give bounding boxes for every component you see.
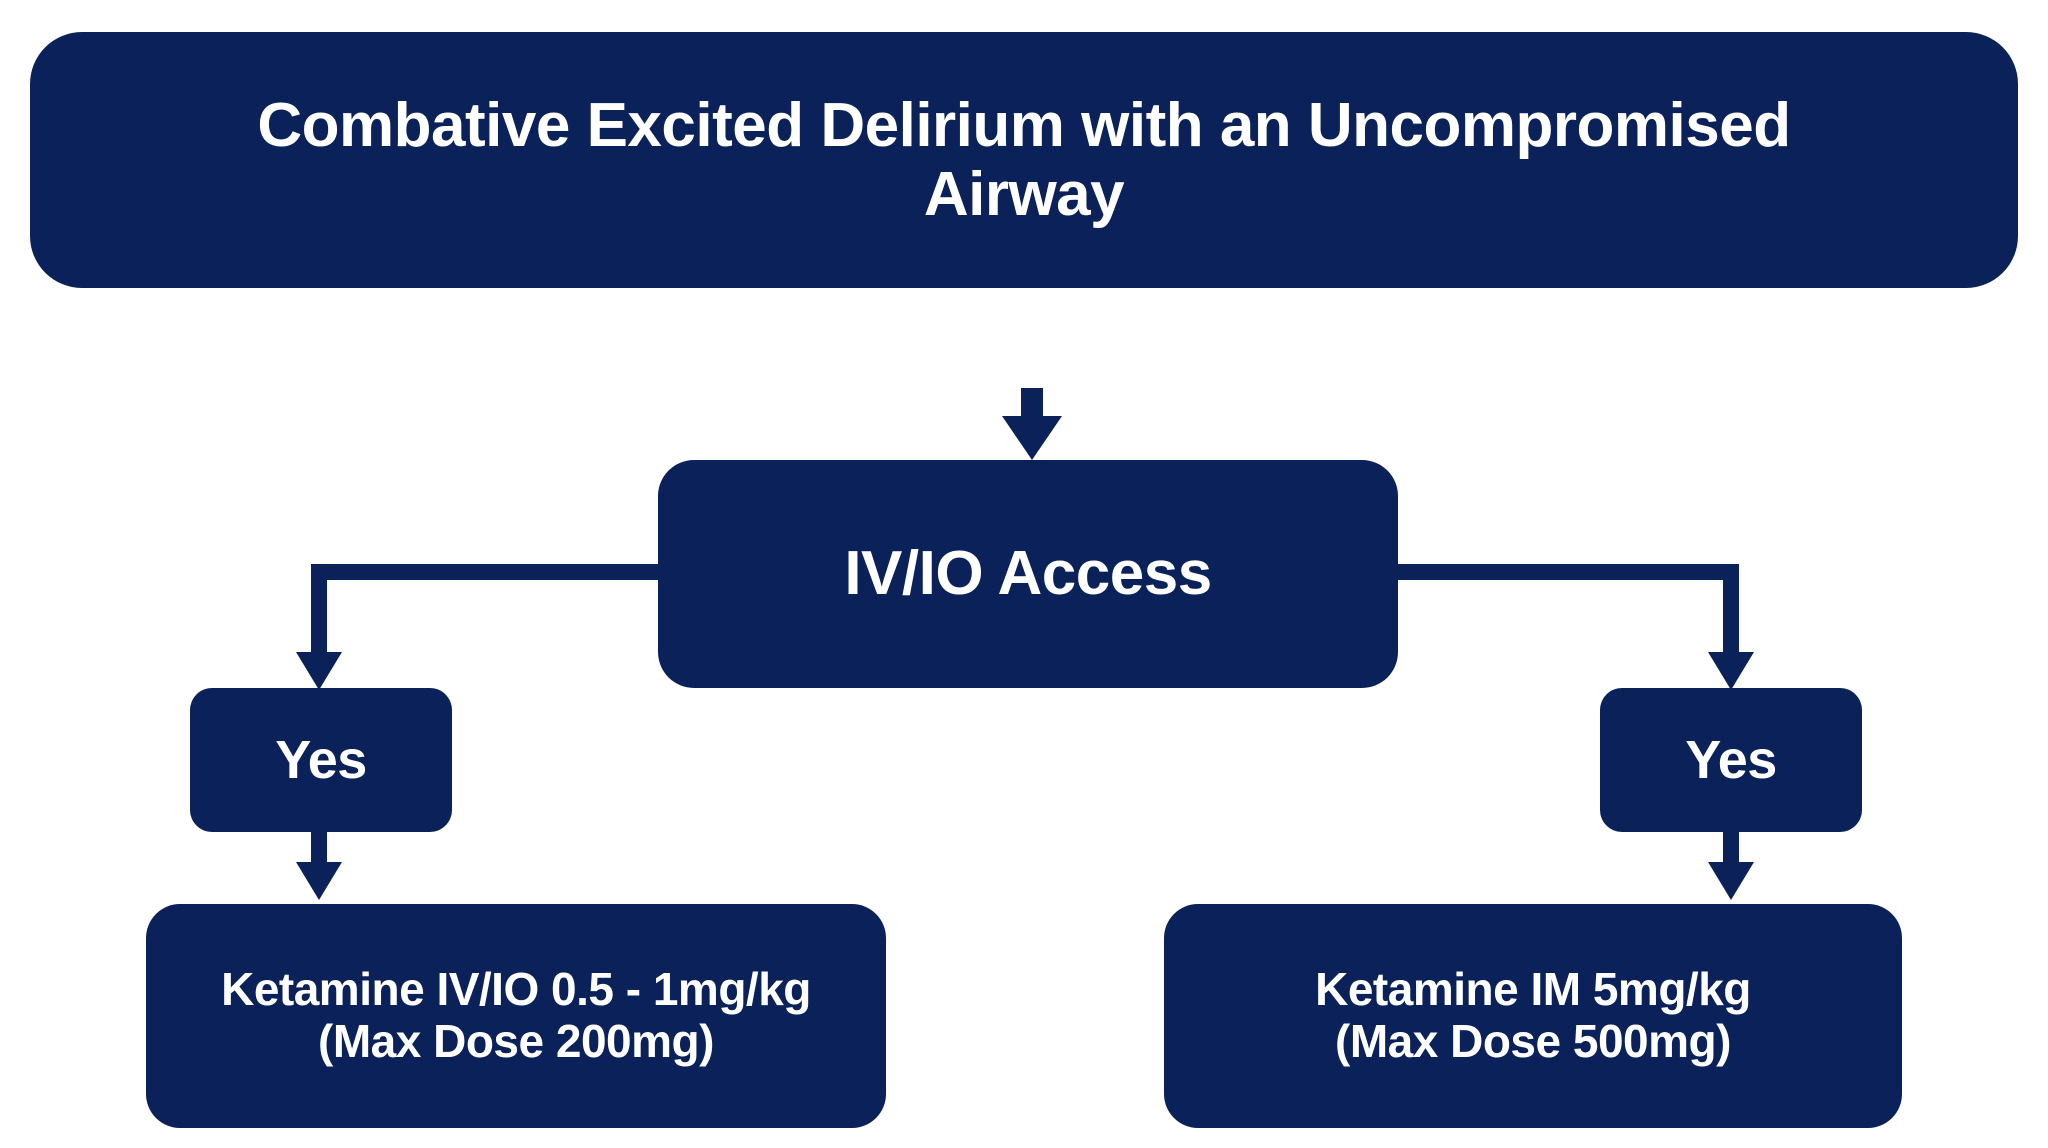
node-yes-right-label: Yes bbox=[1685, 729, 1777, 790]
node-treatment-right[interactable]: Ketamine IM 5mg/kg(Max Dose 500mg) bbox=[1164, 904, 1902, 1128]
node-yes-left[interactable]: Yes bbox=[190, 688, 452, 832]
edge-yes-right-to-treatment-right-arrowhead bbox=[1708, 862, 1754, 900]
node-treatment-left[interactable]: Ketamine IV/IO 0.5 - 1mg/kg(Max Dose 200… bbox=[146, 904, 886, 1128]
edge-decision-to-yes-left-horizontal bbox=[318, 564, 666, 580]
node-treatment-right-line1: Ketamine IM 5mg/kg bbox=[1315, 963, 1751, 1016]
edge-decision-to-yes-right-vertical bbox=[1723, 564, 1739, 668]
node-treatment-right-text: Ketamine IM 5mg/kg(Max Dose 500mg) bbox=[1182, 964, 1884, 1067]
node-title-line2: Airway bbox=[923, 160, 1125, 229]
edge-decision-to-yes-right-arrowhead bbox=[1708, 652, 1754, 690]
node-treatment-left-text: Ketamine IV/IO 0.5 - 1mg/kg(Max Dose 200… bbox=[164, 964, 868, 1067]
node-treatment-left-line1: Ketamine IV/IO 0.5 - 1mg/kg bbox=[221, 963, 811, 1016]
node-decision-iv-io-access[interactable]: IV/IO Access bbox=[658, 460, 1398, 688]
edge-title-to-decision-arrowhead bbox=[1002, 416, 1062, 460]
node-treatment-right-line2: (Max Dose 500mg) bbox=[1335, 1015, 1731, 1067]
edge-decision-to-yes-right-horizontal bbox=[1390, 564, 1738, 580]
edge-decision-to-yes-left-vertical bbox=[311, 564, 327, 668]
edge-yes-left-to-treatment-left-arrowhead bbox=[296, 862, 342, 900]
node-yes-left-label: Yes bbox=[275, 729, 367, 790]
node-treatment-left-line2: (Max Dose 200mg) bbox=[318, 1015, 714, 1067]
edge-decision-to-yes-left-arrowhead bbox=[296, 652, 342, 690]
node-title[interactable]: Combative Excited Delirium with an Uncom… bbox=[30, 32, 2018, 288]
node-decision-label: IV/IO Access bbox=[844, 539, 1212, 609]
node-yes-right[interactable]: Yes bbox=[1600, 688, 1862, 832]
node-title-text: Combative Excited Delirium with an Uncom… bbox=[90, 91, 1958, 230]
node-title-line1: Combative Excited Delirium with an Uncom… bbox=[257, 90, 1791, 160]
